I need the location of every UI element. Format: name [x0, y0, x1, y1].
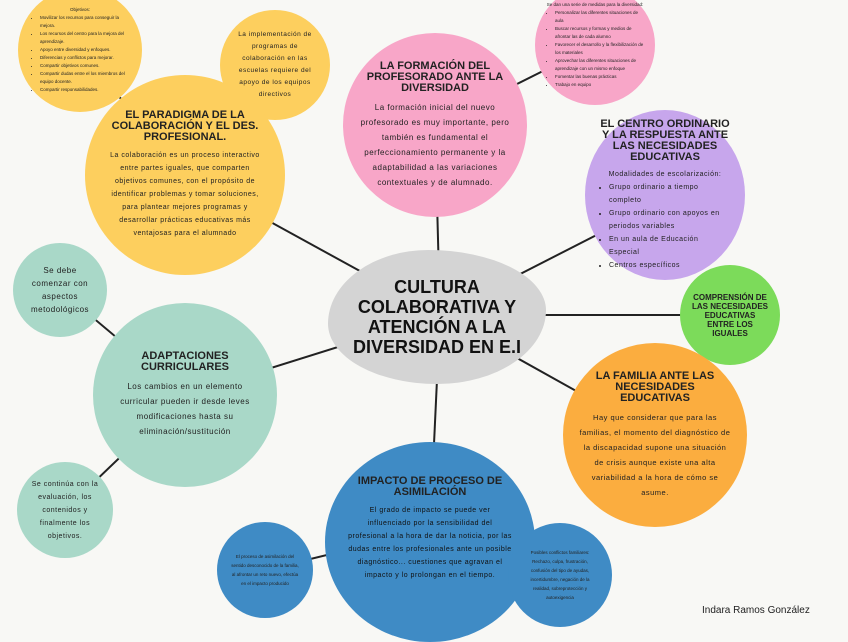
- conflictos-node: Posibles conflictos familiares: Rechazo,…: [508, 523, 612, 627]
- evaluacion-node: Se continúa con la evaluación, los conte…: [17, 462, 113, 558]
- impacto-node: IMPACTO DE PROCESO DE ASIMILACIÓN El grad…: [325, 442, 535, 642]
- list-item: Aprovechar las diferentes situaciones de…: [555, 57, 645, 73]
- node-text: La colaboración es un proceso interactiv…: [110, 152, 260, 237]
- node-text: Hay que considerar que para las familias…: [579, 412, 731, 497]
- list-item: En un aula de Educación Especial: [609, 233, 731, 259]
- paradigma-node: EL PARADIGMA DE LA COLABORACIÓN Y EL DES…: [85, 75, 285, 275]
- node-text: Posibles conflictos familiares: Rechazo,…: [530, 550, 590, 600]
- node-title: LA FAMILIA ANTE LAS NECESIDADES EDUCATIV…: [595, 369, 715, 404]
- comprension-node: COMPRENSIÓN DE LAS NECESIDADES EDUCATIVA…: [680, 265, 780, 365]
- node-text: Los cambios en un elemento curricular pu…: [120, 382, 250, 436]
- node-text: La formación inicial del nuevo profesora…: [360, 102, 510, 187]
- author-signature: Indara Ramos González: [702, 605, 810, 616]
- list-item: Grupo ordinario con apoyos en periodos v…: [609, 207, 731, 233]
- familia-node: LA FAMILIA ANTE LAS NECESIDADES EDUCATIV…: [563, 343, 747, 527]
- node-title: IMPACTO DE PROCESO DE ASIMILACIÓN: [357, 475, 503, 498]
- list-item: Compartir dudas entre el los miembros de…: [40, 70, 130, 86]
- list-item: Personalizar las diferentes situaciones …: [555, 9, 645, 25]
- list-item: Grupo ordinario a tiempo completo: [609, 181, 731, 207]
- list-item: Buscar recursos y formas y medios de afr…: [555, 25, 645, 41]
- list-item: Apoyo entre diversidad y enfoques.: [40, 46, 130, 54]
- node-title: ADAPTACIONES CURRICULARES: [141, 350, 229, 373]
- node-heading: Modalidades de escolarización:: [608, 170, 722, 178]
- proceso-node: El proceso de asimilación del sentido de…: [217, 522, 313, 618]
- list-item: Favorecer el desarrollo y la flexibiliza…: [555, 41, 645, 57]
- list-item: Centros específicos: [609, 259, 731, 272]
- node-text: Se debe comenzar con aspectos metodológi…: [30, 266, 90, 314]
- adaptaciones-node: ADAPTACIONES CURRICULARES Los cambios en …: [93, 303, 277, 487]
- node-title: EL PARADIGMA DE LA COLABORACIÓN Y EL DES…: [111, 109, 259, 143]
- node-title: EL CENTRO ORDINARIO Y LA RESPUESTA ANTE …: [600, 117, 730, 163]
- list-item: Movilizar los recursos para conseguir la…: [40, 14, 130, 30]
- list-item: Trabajo en equipo: [555, 81, 645, 89]
- node-text: La implementación de programas de colabo…: [238, 31, 312, 98]
- medidas-node: Se dan una serie de medidas para la dive…: [535, 0, 655, 105]
- objetivos-node: Objetivos: Movilizar los recursos para c…: [18, 0, 142, 112]
- objetivos-heading: Objetivos:: [69, 7, 90, 12]
- centro-node: EL CENTRO ORDINARIO Y LA RESPUESTA ANTE …: [585, 110, 745, 280]
- node-text: El grado de impacto se puede ver influen…: [348, 507, 512, 579]
- list-item: Fomentar las buenas prácticas: [555, 73, 645, 81]
- list-item: Diferencias y conflictos para mejorar.: [40, 54, 130, 62]
- formacion-node: LA FORMACIÓN DEL PROFESORADO ANTE LA DIV…: [343, 33, 527, 217]
- central-topic: CULTURA COLABORATIVA Y ATENCIÓN A LA DIV…: [328, 250, 546, 384]
- node-title: LA FORMACIÓN DEL PROFESORADO ANTE LA DIV…: [366, 59, 504, 94]
- objetivos-list: Movilizar los recursos para conseguir la…: [30, 14, 130, 94]
- list-item: Compartir objetivos comunes.: [40, 62, 130, 70]
- list-item: Compartir responsabilidades.: [40, 86, 130, 94]
- list-item: Los recursos del centro para la mejora d…: [40, 30, 130, 46]
- aspectos-node: Se debe comenzar con aspectos metodológi…: [13, 243, 107, 337]
- node-heading: Se dan una serie de medidas para la dive…: [546, 2, 644, 7]
- node-title: COMPRENSIÓN DE LAS NECESIDADES EDUCATIVA…: [691, 292, 768, 338]
- node-text: El proceso de asimilación del sentido de…: [231, 554, 299, 586]
- node-text: Se continúa con la evaluación, los conte…: [31, 480, 99, 540]
- central-topic-text: CULTURA COLABORATIVA Y ATENCIÓN A LA DIV…: [352, 277, 522, 357]
